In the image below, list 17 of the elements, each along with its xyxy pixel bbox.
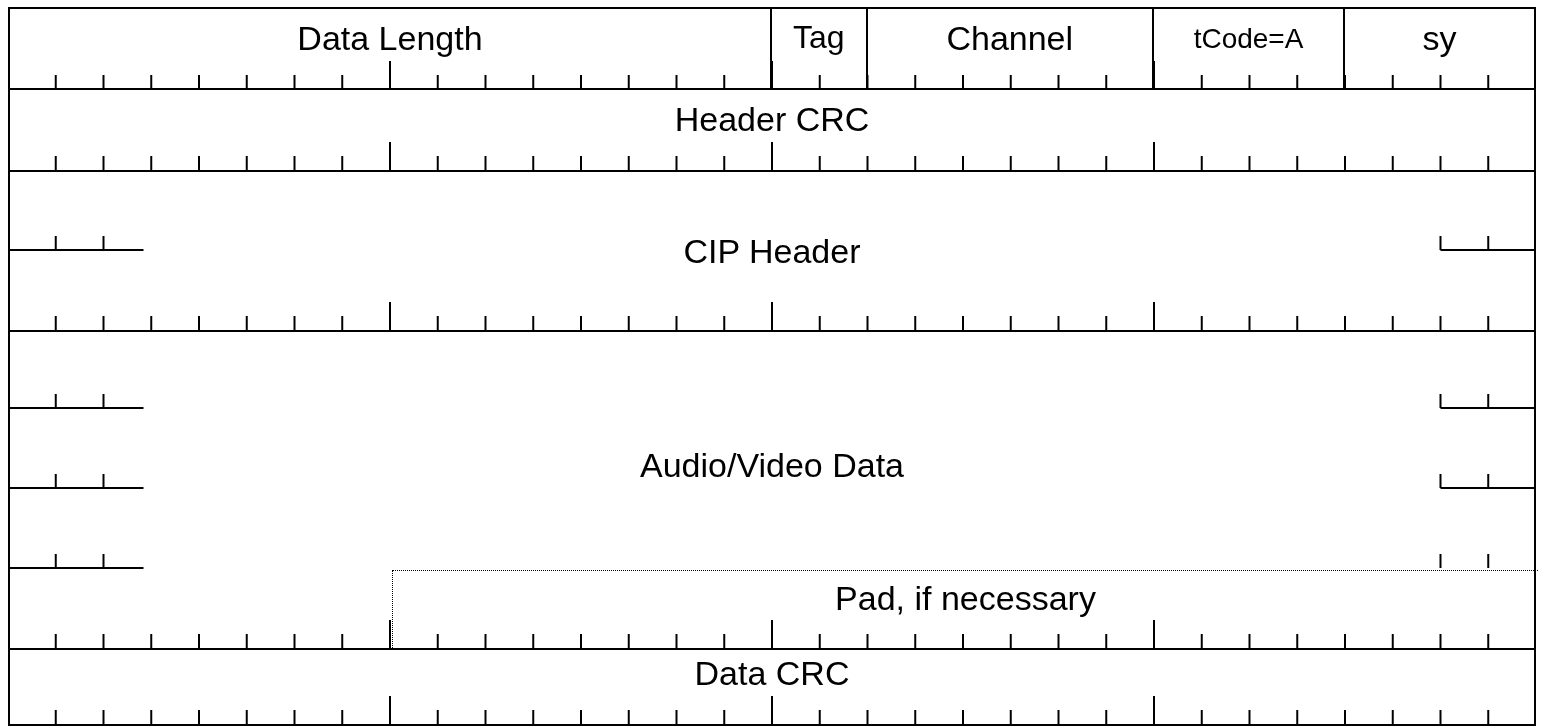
field-label: Data Length — [297, 18, 483, 59]
field-label: Pad, if necessary — [835, 578, 1096, 619]
packet-field — [8, 170, 1536, 332]
field-label: tCode=A — [1193, 22, 1304, 56]
packet-field — [8, 7, 772, 90]
field-label: Header CRC — [674, 99, 870, 140]
packet-field — [8, 648, 1536, 726]
packet-field — [8, 88, 1536, 172]
field-label: Audio/Video Data — [640, 445, 904, 486]
field-label: CIP Header — [683, 230, 861, 272]
packet-field — [8, 330, 1536, 650]
field-label: Tag — [792, 18, 845, 57]
field-label: Data CRC — [694, 653, 850, 694]
field-label: Channel — [946, 18, 1074, 59]
field-label: sy — [1422, 18, 1457, 59]
packet-field — [392, 570, 1538, 650]
packet-field — [1343, 7, 1536, 90]
